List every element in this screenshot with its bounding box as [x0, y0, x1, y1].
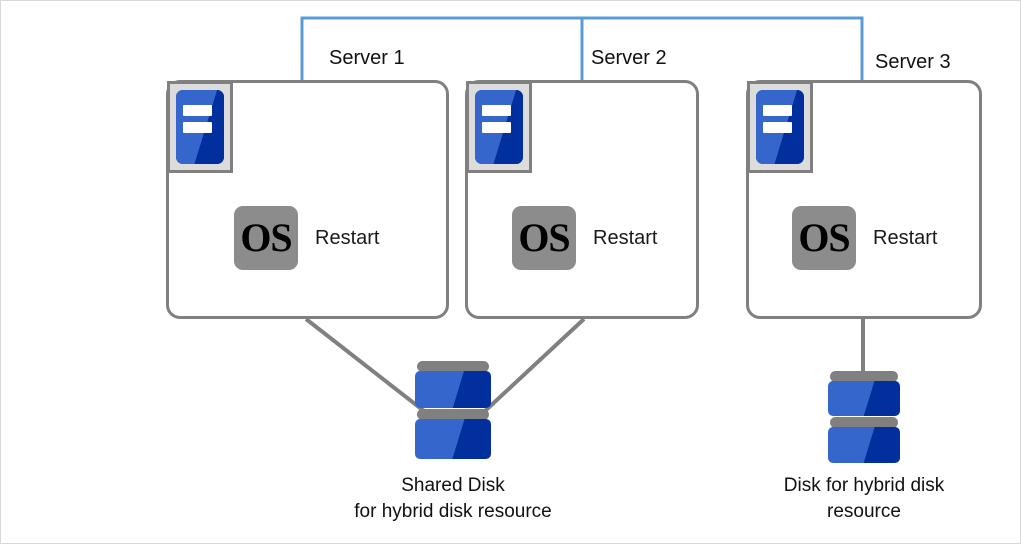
server-label-3: Server 3 [875, 51, 951, 73]
local-disk-caption-line-2: resource [827, 501, 901, 522]
server-label-1: Server 1 [329, 47, 405, 69]
disk-segment-fill [415, 419, 491, 459]
os-status-group-3: OS Restart [792, 206, 937, 270]
os-badge-3: OS [792, 206, 856, 270]
disk-segment-fill [828, 381, 900, 416]
local-disk-icon[interactable] [828, 371, 900, 463]
rack-slot-bar [762, 121, 793, 133]
disk-cap-top [830, 371, 898, 382]
rack-body [756, 90, 804, 164]
restart-label-2: Restart [593, 226, 658, 249]
disk-cap-middle [830, 417, 898, 428]
server-rack-icon-2 [466, 81, 532, 173]
shared-disk-caption: Shared Disk for hybrid disk resource [293, 473, 613, 525]
disk-segment-lower [415, 419, 491, 459]
rack-slot-bar [182, 121, 213, 133]
disk-segment-fill [828, 427, 900, 463]
os-badge-1: OS [234, 206, 298, 270]
connector-server2-shared-disk [483, 317, 586, 413]
disk-segment-upper [828, 381, 900, 416]
disk-segment-upper [415, 371, 491, 408]
disk-segment-lower [828, 427, 900, 463]
os-badge-2: OS [512, 206, 576, 270]
rack-body [176, 90, 224, 164]
local-disk-caption: Disk for hybrid disk resource [714, 473, 1014, 525]
server-rack-icon-3 [747, 81, 813, 173]
restart-label-3: Restart [873, 226, 938, 249]
disk-cap-top [417, 361, 489, 372]
server-label-2: Server 2 [591, 47, 667, 69]
rack-slot-bar [762, 104, 793, 116]
rack-slot-bar [481, 104, 512, 116]
os-status-group-1: OS Restart [234, 206, 379, 270]
shared-disk-caption-line-1: Shared Disk [401, 475, 505, 496]
disk-segment-fill [415, 371, 491, 408]
shared-disk-icon[interactable] [415, 361, 491, 459]
rack-body [475, 90, 523, 164]
rack-slot-bar [182, 104, 213, 116]
restart-label-1: Restart [315, 226, 380, 249]
shared-disk-caption-line-2: for hybrid disk resource [354, 501, 552, 522]
connector-server1-shared-disk [304, 317, 426, 413]
os-status-group-2: OS Restart [512, 206, 657, 270]
local-disk-caption-line-1: Disk for hybrid disk [783, 475, 945, 496]
rack-slot-bar [481, 121, 512, 133]
disk-cap-middle [417, 409, 489, 420]
server-rack-icon-1 [167, 81, 233, 173]
